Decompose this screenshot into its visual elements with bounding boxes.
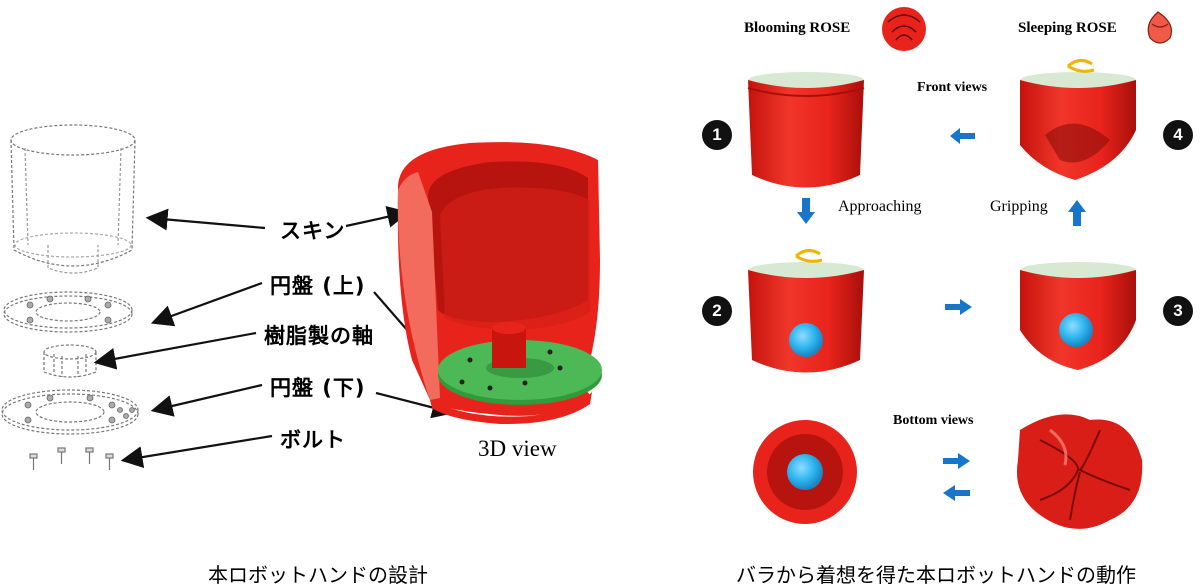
step-2-badge: 2	[702, 296, 732, 326]
label-upper-disc: 円盤 (上)	[270, 274, 366, 298]
label-approaching: Approaching	[838, 198, 922, 215]
caption-motion: バラから着想を得た本ロボットハンドの動作	[736, 563, 1136, 587]
label-resin-shaft: 樹脂製の軸	[264, 324, 374, 348]
gripper-front-4	[1020, 59, 1136, 180]
blooming-rose-icon	[882, 7, 926, 51]
flow-arrows	[797, 128, 1086, 501]
arrow-bottom-right	[943, 453, 970, 469]
step-3-badge: 3	[1163, 296, 1193, 326]
bolts-wireframe	[29, 447, 114, 470]
label-gripping: Gripping	[990, 198, 1048, 215]
upper-disc-wireframe	[3, 291, 133, 333]
skin-wireframe	[10, 124, 136, 274]
gripper-3d-cutaway	[397, 142, 602, 425]
arrow-1-to-2	[797, 198, 815, 224]
step-4-badge: 4	[1163, 120, 1193, 150]
label-skin: スキン	[280, 219, 346, 243]
arrow-bottom-left	[943, 485, 970, 501]
label-front-views: Front views	[917, 80, 988, 95]
gripper-bottom-blooming	[753, 420, 857, 524]
title-blooming-rose: Blooming ROSE	[744, 20, 851, 36]
gripper-front-1	[747, 72, 865, 188]
arrow-4-to-1	[950, 128, 975, 144]
label-bottom-views: Bottom views	[893, 413, 974, 428]
title-sleeping-rose: Sleeping ROSE	[1018, 20, 1117, 36]
left-pointer-arrows	[93, 208, 273, 469]
arrow-2-to-3	[945, 299, 972, 315]
caption-design: 本ロボットハンドの設計	[208, 563, 428, 587]
label-lower-disc: 円盤 (下)	[270, 376, 366, 400]
label-3d-view: 3D view	[478, 436, 557, 461]
lower-disc-wireframe	[1, 389, 139, 435]
gripper-front-3	[1020, 262, 1136, 370]
sleeping-rose-icon	[1147, 11, 1173, 44]
arrow-3-to-4	[1068, 200, 1086, 226]
step-1-badge: 1	[702, 120, 732, 150]
gripper-bottom-sleeping	[1016, 414, 1143, 529]
gripper-front-2	[748, 249, 864, 373]
label-bolts: ボルト	[280, 428, 346, 452]
